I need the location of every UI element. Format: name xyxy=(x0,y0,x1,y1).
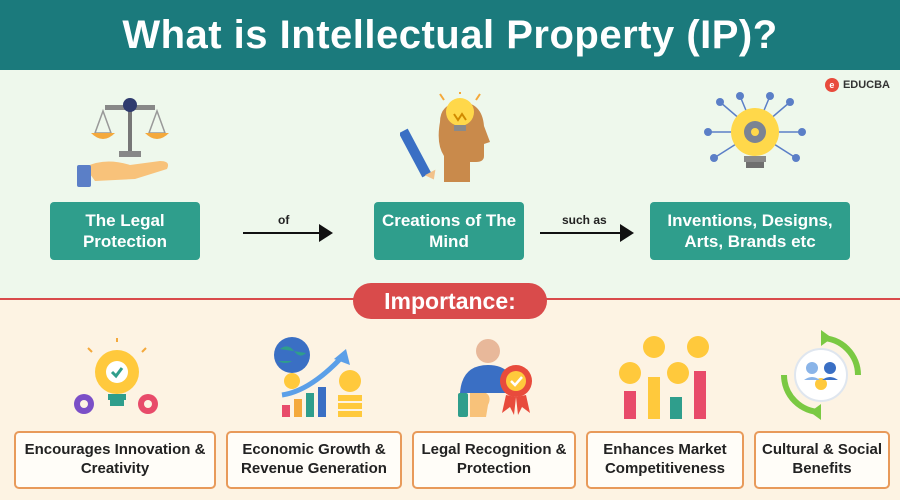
arrow-right-icon xyxy=(243,223,333,243)
benefit-card-cultural-social: Cultural & Social Benefits xyxy=(754,431,890,489)
header-banner: What is Intellectual Property (IP)? xyxy=(0,0,900,70)
benefit-card-market-competitiveness: Enhances Market Competitiveness xyxy=(586,431,744,489)
justice-scale-icon xyxy=(77,98,169,187)
innovation-bulb-icon xyxy=(74,338,158,414)
page-title: What is Intellectual Property (IP)? xyxy=(122,12,778,57)
educba-logo-icon: e xyxy=(824,78,839,92)
arrow-label-of: of xyxy=(278,213,290,227)
arrow-label-such-as: such as xyxy=(562,213,607,227)
brand-logo: e EDUCBA xyxy=(824,78,890,92)
certified-person-icon xyxy=(458,339,532,417)
flow-box-legal-protection: The Legal Protection xyxy=(50,202,200,260)
growth-chart-icon xyxy=(274,337,362,417)
benefit-card-innovation: Encourages Innovation & Creativity xyxy=(14,431,216,489)
arrow-right-icon xyxy=(540,223,634,243)
benefit-card-legal-recognition: Legal Recognition & Protection xyxy=(412,431,576,489)
brand-name: EDUCBA xyxy=(842,79,890,91)
flow-box-inventions-designs: Inventions, Designs, Arts, Brands etc xyxy=(650,202,850,260)
cultural-cycle-icon xyxy=(781,330,861,420)
idea-head-icon xyxy=(400,92,490,182)
lightbulb-gear-icon xyxy=(704,92,806,168)
benefit-card-economic-growth: Economic Growth & Revenue Generation xyxy=(226,431,402,489)
market-bars-icon xyxy=(619,336,709,419)
flow-box-creations-of-mind: Creations of The Mind xyxy=(374,202,524,260)
importance-heading: Importance: xyxy=(353,283,547,319)
